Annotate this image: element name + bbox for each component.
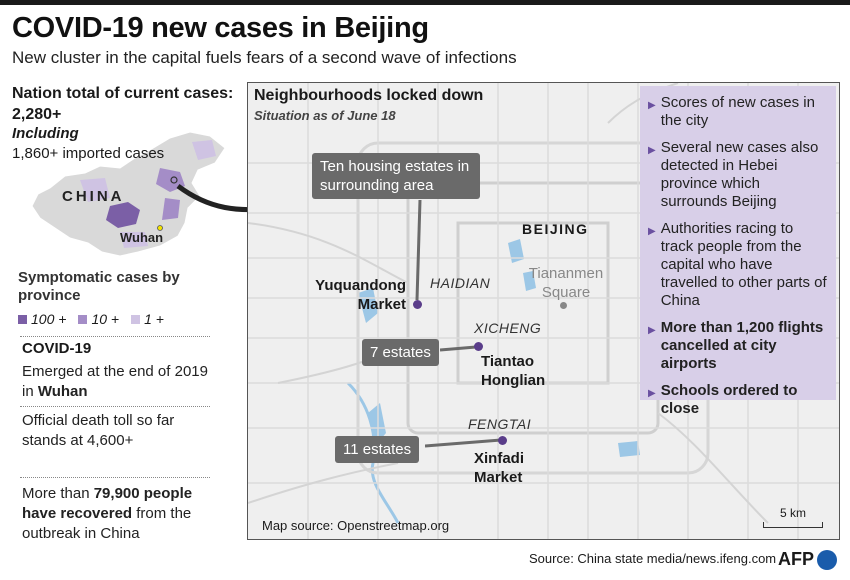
emerged-fact: Emerged at the end of 2019 in Wuhan [22,362,217,402]
legend-item-1: 1 + [131,311,164,327]
legend-item-10: 10 + [78,311,119,327]
region-1plus-west [80,178,110,202]
district-fengtai: FENGTAI [468,416,532,432]
legend-label-10: 10 + [91,311,120,327]
bullet-triangle-icon: ▶ [648,325,656,336]
callout-yuquandong: Ten housing estates in surrounding area [312,153,480,199]
landmark-tiananmen-square: Tiananmen Square [528,265,604,301]
place-yuquandong-market: Yuquandong Market [315,277,406,313]
legend-swatch-10 [78,314,88,324]
death-toll-fact: Official death toll so far stands at 4,6… [22,412,175,449]
bullet-item: ▶ Scores of new cases in the city [648,94,828,130]
place-tiantao-honglian: Tiantao Honglian [481,353,546,389]
bullet-text: More than 1,200 flights cancelled at cit… [660,319,824,372]
bullet-item: ▶ Authorities racing to track people from… [648,220,828,310]
divider [20,477,210,478]
legend-swatch-1 [131,314,141,324]
headline: COVID-19 new cases in Beijing [12,12,429,44]
map-heading: Neighbourhoods locked down [254,87,484,104]
recovered-fact: More than 79,900 people have recovered f… [22,484,217,544]
imported-cases: 1,860+ imported cases [12,145,165,162]
callout-leader-line [415,200,422,301]
callout-tiantao: 7 estates [362,339,439,366]
china-label: CHINA [62,188,125,205]
bullet-triangle-icon: ▶ [648,145,656,156]
top-rule [0,0,850,5]
location-marker-yuquandong[interactable] [413,300,422,309]
source-credit: Source: China state media/news.ifeng.com [529,551,777,566]
bullet-text: Authorities racing to track people from … [660,220,827,309]
subheadline: New cluster in the capital fuels fears o… [12,48,517,67]
recovered-text-bold: 79,900 people have recovered [22,485,193,522]
scale-bar: 5 km [763,506,823,528]
region-100plus-hubei [106,202,140,228]
emerged-text: Emerged at the end of 2019 in [22,363,208,400]
legend-label-1: 1 + [144,311,164,327]
bullet-item: ▶ Several new cases also detected in Hebe… [648,139,828,211]
callout-xinfadi: 11 estates [335,436,420,463]
bullet-triangle-icon: ▶ [648,388,656,399]
afp-dot-icon [817,549,837,570]
lake [508,239,524,263]
wuhan-marker [157,225,163,231]
recovered-text-pre: More than [22,485,94,502]
key-facts-panel: ▶ Scores of new cases in the city ▶ Severa… [640,86,836,417]
legend-item-100: 100 + [18,311,66,327]
lake [368,403,386,445]
location-marker-tiantao[interactable] [474,342,483,351]
divider [20,336,210,337]
beijing-marker [170,176,178,184]
region-1plus-northeast [192,140,216,160]
nation-total-value: 2,280+ [12,106,62,123]
china-inset-map: CHINA Wuhan [31,131,250,257]
wuhan-label: Wuhan [120,230,163,245]
bullet-triangle-icon: ▶ [648,100,656,111]
afp-logo: AFP [778,549,837,570]
callout-leader-line [440,345,477,352]
district-xicheng: XICHENG [474,320,542,336]
map-source: Map source: Openstreetmap.org [262,518,450,533]
legend-label-100: 100 + [31,311,67,327]
scale-line [763,522,823,528]
place-xinfadi-market: Xinfadi Market [474,450,525,486]
symptomatic-legend: 100 + 10 + 1 + [18,311,164,327]
bullet-text: Several new cases also detected in Hebei… [660,139,819,210]
pointer-arrow [176,183,250,213]
nation-total-label: Nation total of current cases: [12,85,234,102]
callout-leader-line [425,438,502,448]
bullet-item: ▶ Schools ordered to close [648,382,828,418]
facts-heading: COVID-19 [22,340,92,357]
region-1plus-south [120,232,148,248]
scale-label: 5 km [779,506,806,520]
agency-text: AFP [778,549,814,569]
china-outline [31,131,226,257]
lake [523,271,536,291]
emerged-city: Wuhan [37,383,88,400]
bullet-triangle-icon: ▶ [648,226,656,237]
tiananmen-marker [560,302,567,309]
recovered-text-post: from the outbreak in China [22,505,192,542]
district-haidian: HAIDIAN [430,275,491,291]
bullet-item: ▶ More than 1,200 flights cancelled at ci… [648,319,828,373]
legend-swatch-100 [18,314,27,324]
map-subheading: Situation as of June 18 [254,108,396,123]
city-label-beijing: BEIJING [522,221,589,237]
region-10plus-east [162,198,180,220]
divider [20,406,210,407]
bullet-text: Schools ordered to close [660,382,798,417]
location-marker-xinfadi[interactable] [498,436,507,445]
including-label: Including [12,125,79,142]
lake [358,288,378,323]
lake [618,441,640,457]
symptomatic-title: Symptomatic cases by province [18,269,180,304]
bullet-text: Scores of new cases in the city [660,94,815,129]
